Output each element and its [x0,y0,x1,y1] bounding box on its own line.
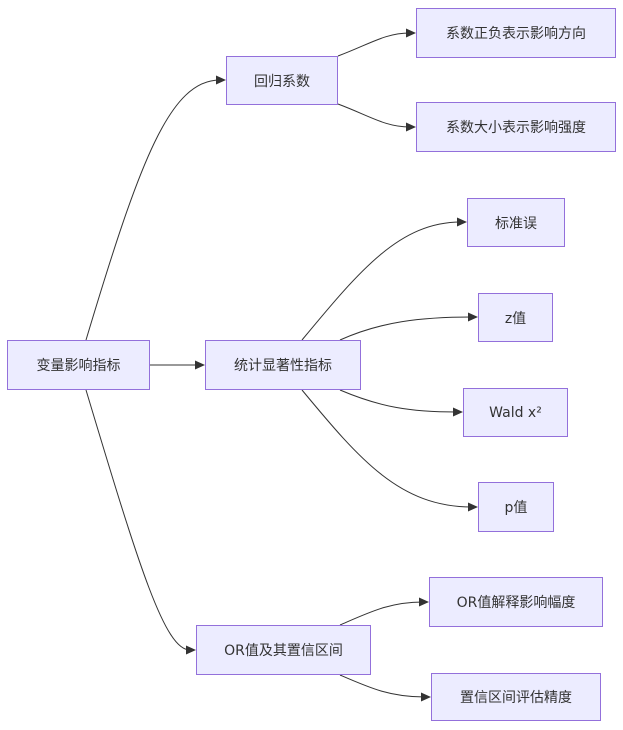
node-standard-error: 标准误 [467,198,565,247]
node-coefficient-size-strength: 系数大小表示影响强度 [416,102,616,152]
node-regression-coefficient: 回归系数 [226,56,338,105]
edge-sig-to-z [339,316,473,341]
arrowhead-wald [453,407,463,417]
node-z-value: z值 [478,293,553,342]
edge-root-to-or [85,389,191,651]
arrowhead-coef [216,75,226,85]
arrowhead-z [468,312,478,322]
edge-root-to-coef [85,79,221,341]
arrowhead-coef-size [406,122,416,132]
edge-or-to-ci-eval [339,674,426,698]
edge-sig-to-wald [339,389,458,413]
edge-sig-to-p [301,389,473,508]
edge-coef-to-coef-size [337,103,411,128]
node-or-explains-magnitude: OR值解释影响幅度 [429,577,603,627]
arrowhead-coef-sign [406,28,416,38]
edge-sig-to-se [301,221,462,341]
arrowhead-se [457,217,467,227]
node-or-and-confidence-interval: OR值及其置信区间 [196,625,371,675]
edge-or-to-or-explain [339,601,424,626]
node-coefficient-sign-direction: 系数正负表示影响方向 [416,8,616,58]
node-variable-influence-indicators: 变量影响指标 [7,340,150,390]
node-wald-chi-square: Wald x² [463,388,568,437]
node-ci-evaluates-precision: 置信区间评估精度 [431,673,601,721]
node-statistical-significance: 统计显著性指标 [205,340,361,390]
arrowhead-or [186,645,196,655]
arrowhead-or-explain [419,597,429,607]
edge-coef-to-coef-sign [337,32,411,57]
arrowhead-ci-eval [421,692,431,702]
arrowhead-p [468,502,478,512]
node-p-value: p值 [478,482,554,532]
arrowhead-sig [195,360,205,370]
